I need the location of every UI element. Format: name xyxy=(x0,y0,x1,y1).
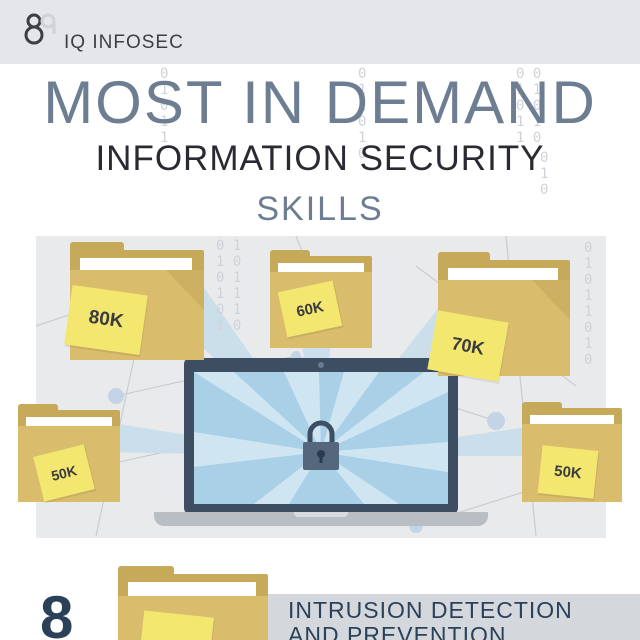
salary-note: 80K xyxy=(64,285,148,355)
brand-name: IQ INFOSEC xyxy=(64,32,184,53)
salary-value: 70K xyxy=(450,332,487,359)
binary-digits: 0 1 0 1 1 xyxy=(160,66,169,146)
binary-digits: 0 0 1 1 0 0 1 1 1 0 xyxy=(516,66,542,146)
binary-digits: 0 1 1 0 0 1 1 1 0 1 1 0 xyxy=(216,238,242,334)
page-title: MOST IN DEMAND xyxy=(43,69,597,136)
page-subtitle-skills: SKILLS xyxy=(256,190,384,228)
skill-title: INTRUSION DETECTION AND PREVENTION xyxy=(288,598,573,640)
illustration-scene: 0 1 1 0 0 1 1 1 0 1 1 0 0 1 0 1 1 0 1 0 xyxy=(18,236,622,538)
page-subtitle: INFORMATION SECURITY xyxy=(95,139,545,178)
iq-logo-icon xyxy=(24,13,56,45)
header-bar: IQ INFOSEC xyxy=(0,0,640,64)
folder-60k: 60K xyxy=(270,250,372,348)
laptop-screen-bezel xyxy=(184,358,458,514)
laptop-screen xyxy=(194,372,448,504)
salary-value: 80K xyxy=(87,306,125,333)
skill-rank-number: 8 xyxy=(40,584,74,640)
binary-digits: 0 1 0 xyxy=(540,150,549,198)
skill-title-band xyxy=(258,594,640,640)
skill-title-line2: AND PREVENTION xyxy=(288,622,507,640)
skill-title-line1: INTRUSION DETECTION xyxy=(288,597,573,623)
skill-folder-icon xyxy=(118,566,268,640)
binary-digits: 0 1 1 0 1 0 xyxy=(358,66,367,162)
folder-70k: 70K xyxy=(427,252,570,382)
salary-value: 50K xyxy=(49,462,79,484)
salary-note: 50K xyxy=(537,445,599,499)
folder-50k-right: 50K xyxy=(522,402,622,502)
laptop-base xyxy=(154,512,488,526)
folder-80k: 80K xyxy=(64,242,204,360)
webcam-dot xyxy=(318,362,324,368)
binary-digits: 0 1 0 1 1 0 1 0 xyxy=(584,240,593,368)
salary-note: 70K xyxy=(427,310,509,382)
padlock-icon xyxy=(303,420,339,470)
laptop-hinge-notch xyxy=(294,512,348,517)
folder-50k-left: 50K xyxy=(18,404,120,502)
salary-value: 50K xyxy=(553,462,583,482)
salary-value: 60K xyxy=(294,297,326,321)
